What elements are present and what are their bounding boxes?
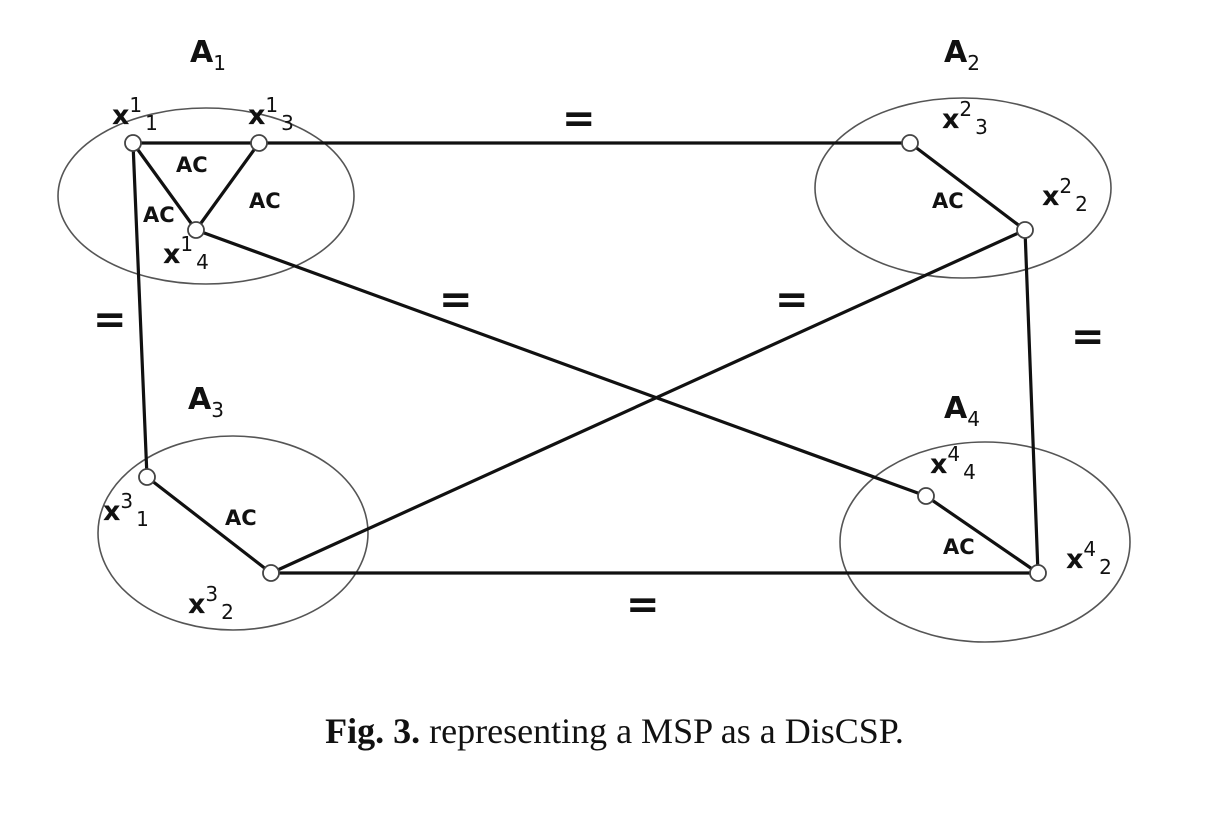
node-x44: [917, 487, 935, 505]
agent-label-a2: A2: [944, 35, 980, 75]
var-label-x31: x31: [103, 489, 149, 531]
figure-caption: Fig. 3. representing a MSP as a DisCSP.: [0, 710, 1229, 752]
eq-label-x22-x32: =: [775, 277, 809, 323]
var-label-x32: x32: [188, 582, 234, 624]
edge-x22-x42: [1023, 228, 1040, 575]
node-x11: [124, 134, 142, 152]
agent-circle-a4: [839, 441, 1131, 643]
agent-label-a1: A1: [190, 35, 226, 75]
var-label-x22: x22: [1042, 174, 1088, 216]
agent-circle-a1: [57, 107, 355, 285]
edge-x23-x22: [908, 141, 1027, 232]
var-label-x14: x14: [163, 232, 209, 274]
node-x31: [138, 468, 156, 486]
edge-x22-x32: [269, 228, 1027, 575]
agent-label-a4: A4: [944, 391, 980, 431]
ac-label-x44-x42: AC: [943, 535, 975, 559]
edge-x11-x31: [131, 141, 149, 479]
node-x13: [250, 134, 268, 152]
ac-label-x23-x22: AC: [932, 189, 964, 213]
node-x42: [1029, 564, 1047, 582]
figure-caption-prefix: Fig. 3.: [325, 711, 421, 751]
node-x14: [187, 221, 205, 239]
agent-label-a3: A3: [188, 382, 224, 422]
eq-label-x22-x42: =: [1071, 314, 1105, 360]
eq-label-x13-x23: =: [562, 96, 596, 142]
figure-caption-text: representing a MSP as a DisCSP.: [420, 711, 904, 751]
eq-label-x32-x42: =: [626, 582, 660, 628]
edge-x14-x44: [194, 228, 928, 498]
ac-label-x13-x14: AC: [249, 189, 281, 213]
node-x22: [1016, 221, 1034, 239]
ac-label-x11-x13: AC: [176, 153, 208, 177]
edge-x44-x42: [924, 494, 1040, 575]
eq-label-x11-x31: =: [93, 297, 127, 343]
var-label-x44: x44: [930, 442, 976, 484]
node-x32: [262, 564, 280, 582]
agent-circle-a2: [814, 97, 1112, 279]
node-x23: [901, 134, 919, 152]
edge-x13-x14: [194, 141, 261, 232]
var-label-x42: x42: [1066, 537, 1112, 579]
ac-label-x31-x32: AC: [225, 506, 257, 530]
var-label-x23: x23: [942, 97, 988, 139]
edge-x31-x32: [145, 475, 273, 575]
agent-circle-a3: [97, 435, 369, 631]
eq-label-x14-x44: =: [439, 277, 473, 323]
edge-x11-x14: [131, 141, 198, 232]
var-label-x11: x11: [112, 93, 158, 135]
ac-label-x11-x14: AC: [143, 203, 175, 227]
var-label-x13: x13: [248, 93, 294, 135]
